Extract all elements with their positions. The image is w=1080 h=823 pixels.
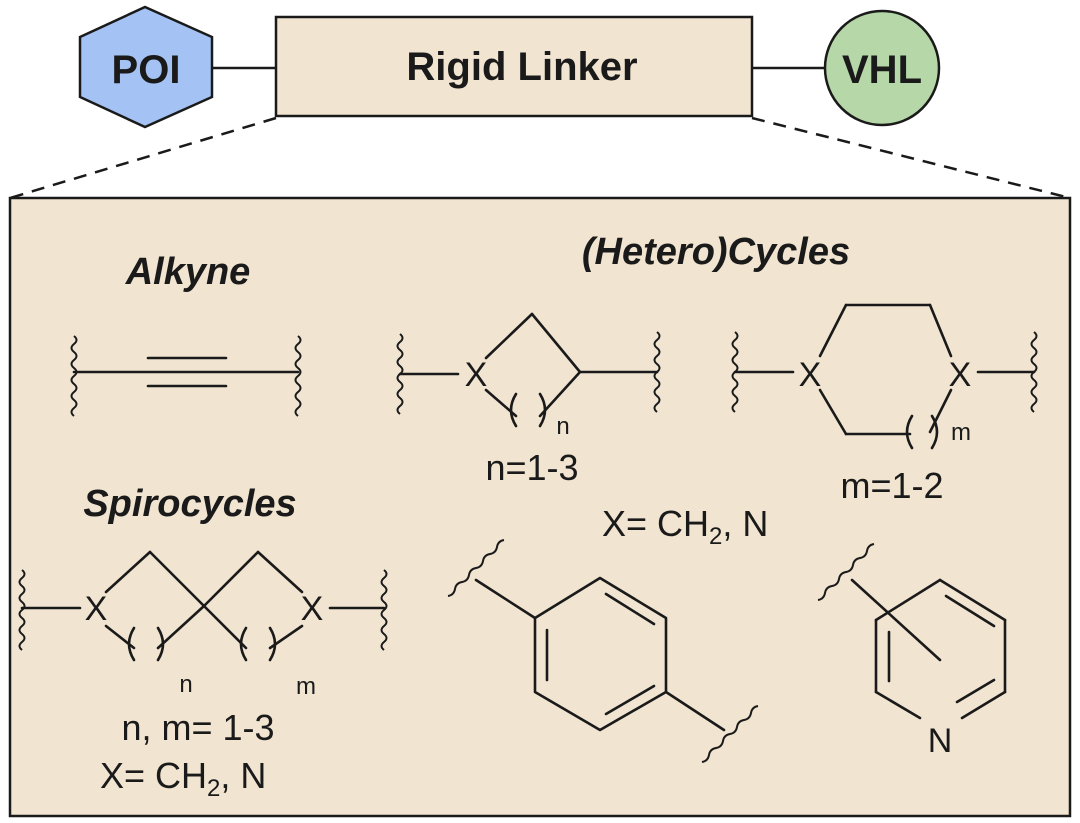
pyridine-atom-n: N: [928, 722, 953, 760]
wavy-bond-icon: [1030, 331, 1038, 413]
spiro-atom-x-left: X: [85, 590, 108, 628]
poi-label: POI: [112, 48, 181, 92]
pyridine-structure: N: [817, 543, 1007, 760]
rigid-linker-label: Rigid Linker: [406, 45, 637, 89]
ring1-range-label: n=1-3: [485, 447, 578, 488]
spiro-x-definition: X= CH2, N: [100, 755, 266, 802]
wavy-bond-icon: [294, 335, 302, 417]
heterocycle-ring-2: X X m: [731, 303, 1038, 450]
heterocycles-title: (Hetero)Cycles: [582, 231, 850, 273]
heterocycles-x-definition: X= CH2, N: [602, 503, 768, 550]
alkyne-structure: [70, 335, 302, 417]
top-row: POI Rigid Linker VHL: [78, 5, 941, 129]
spiro-sub-n: n: [179, 671, 192, 698]
ring2-atom-x-right: X: [949, 356, 972, 394]
wavy-bond-icon: [18, 569, 26, 651]
rigid-linker-box: [274, 15, 754, 118]
spiro-range-label: n, m= 1-3: [121, 707, 274, 748]
detail-panel: [8, 196, 1072, 818]
zoom-line-right: [751, 116, 1071, 200]
wavy-bond-icon: [701, 705, 759, 763]
ring1-atom-x: X: [465, 356, 488, 394]
ring1-sub-n: n: [556, 413, 569, 440]
benzene-structure: [447, 539, 759, 763]
ring2-sub-m: m: [951, 419, 971, 446]
wavy-bond-icon: [70, 335, 78, 417]
poi-hexagon: [78, 5, 214, 129]
wavy-bond-icon: [447, 539, 505, 597]
zoom-line-left: [9, 116, 277, 200]
alkyne-title: Alkyne: [125, 251, 251, 293]
spiro-atom-x-right: X: [301, 590, 324, 628]
spiro-sub-m: m: [296, 673, 316, 700]
spirocycles-title: Spirocycles: [83, 483, 296, 525]
ring2-range-label: m=1-2: [840, 465, 943, 506]
wavy-bond-icon: [653, 331, 661, 413]
wavy-bond-icon: [380, 569, 388, 651]
vhl-label: VHL: [842, 48, 922, 92]
vhl-circle: [823, 9, 941, 127]
spirocycle-structure: X n m X: [18, 550, 388, 700]
ring2-atom-x-left: X: [799, 356, 822, 394]
wavy-bond-icon: [817, 543, 875, 601]
heterocycle-ring-1: X n: [396, 312, 661, 440]
